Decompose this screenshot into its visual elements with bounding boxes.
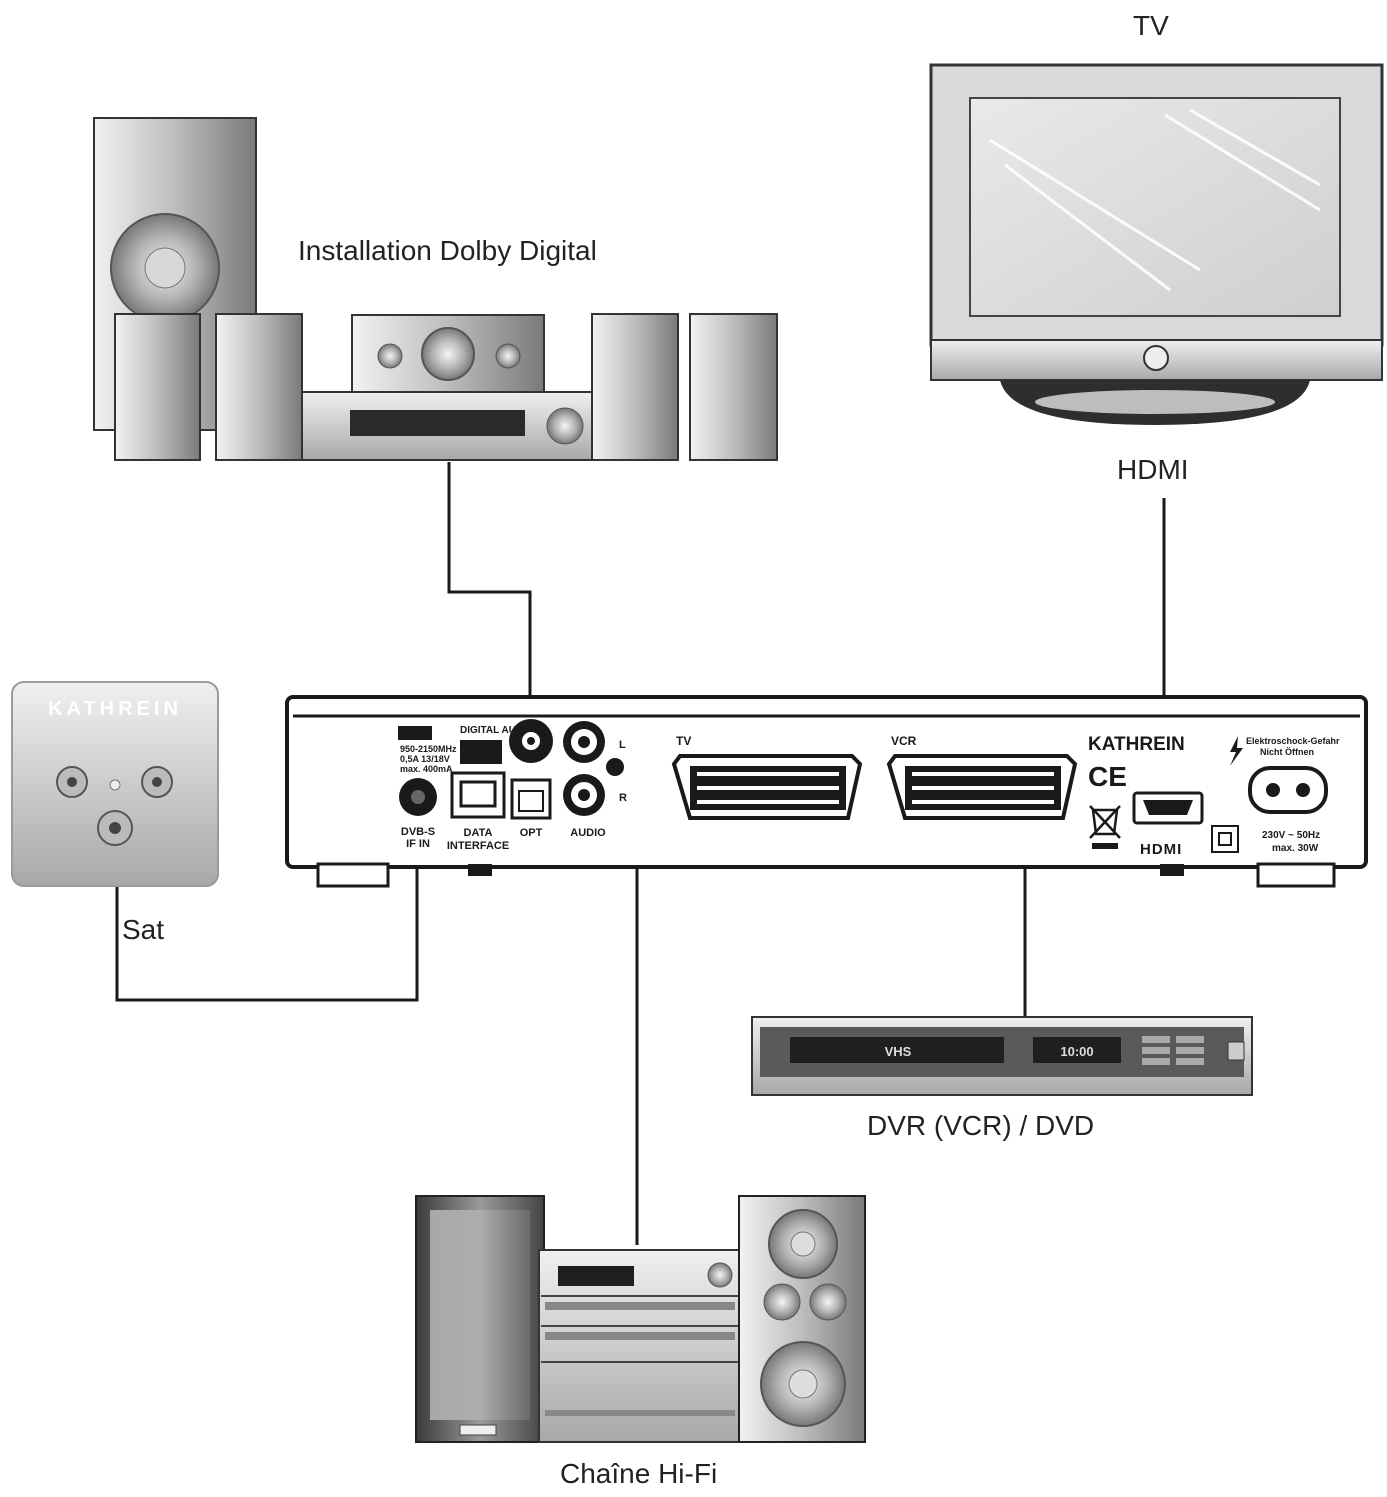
dvr-label: DVR (VCR) / DVD bbox=[867, 1110, 1095, 1141]
vcr-display-left bbox=[790, 1037, 1004, 1063]
wall-socket-brand: KATHREIN bbox=[48, 698, 182, 720]
weee-bin-icon bbox=[1089, 805, 1121, 849]
hdmi-label: HDMI bbox=[1117, 454, 1189, 485]
power-line-2: max. 30W bbox=[1272, 843, 1319, 854]
hifi-label: Chaîne Hi-Fi bbox=[560, 1458, 718, 1489]
receiver-rear-panel: 950-2150MHz 0,5A 13/18V max. 400mA DVB-S… bbox=[285, 695, 1368, 888]
audio-label: AUDIO bbox=[570, 827, 606, 839]
vcr-display-left-text: VHS bbox=[885, 1044, 912, 1059]
tv-scart-label: TV bbox=[676, 734, 691, 748]
warning-line-1: Elektroschock-Gefahr bbox=[1246, 736, 1340, 746]
dolby-cable bbox=[447, 462, 532, 790]
speaker-front-right bbox=[591, 313, 679, 461]
sat-label: Sat bbox=[122, 914, 165, 945]
dolby-label: Installation Dolby Digital bbox=[298, 235, 597, 266]
speaker-front-left bbox=[114, 313, 201, 461]
spec-line-2: 0,5A 13/18V bbox=[400, 754, 450, 764]
ce-mark: CE bbox=[1088, 761, 1127, 792]
warning-line-2: Nicht Öffnen bbox=[1260, 747, 1314, 757]
power-line-1: 230V ~ 50Hz bbox=[1262, 830, 1320, 841]
hifi-system bbox=[415, 1195, 866, 1443]
digital-audio-label: DIGITAL AUDIO bbox=[460, 725, 534, 736]
speaker-rear-left bbox=[215, 313, 303, 461]
interface-label: INTERFACE bbox=[447, 840, 509, 852]
audio-l-label: L bbox=[619, 739, 626, 751]
sat-cable bbox=[115, 820, 419, 1002]
tv-set bbox=[929, 63, 1384, 425]
vcr-device: VHS 10:00 bbox=[751, 1016, 1253, 1096]
receiver-brand: KATHREIN bbox=[1088, 734, 1185, 755]
spec-line-3: max. 400mA bbox=[400, 764, 453, 774]
dolby-system bbox=[93, 117, 778, 461]
audio-r-label: R bbox=[619, 792, 627, 804]
tv-label: TV bbox=[1133, 10, 1169, 41]
opt-label: OPT bbox=[520, 827, 543, 839]
tv-screen bbox=[969, 97, 1341, 317]
wall-socket: KATHREIN bbox=[11, 681, 219, 887]
speaker-rear-right bbox=[689, 313, 778, 461]
vcr-display-time bbox=[1033, 1037, 1121, 1063]
dvbs-sublabel: IF IN bbox=[406, 838, 430, 850]
lightning-warning-icon bbox=[1230, 736, 1243, 766]
vcr-display-time-text: 10:00 bbox=[1060, 1044, 1093, 1059]
tv-power-button bbox=[1143, 345, 1169, 371]
data-label: DATA bbox=[464, 827, 493, 839]
optical-port bbox=[510, 778, 552, 820]
power-socket bbox=[1248, 766, 1328, 814]
vcr-scart-label: VCR bbox=[891, 734, 917, 748]
hdmi-logo: HDMI bbox=[1140, 841, 1182, 858]
spec-line-1: 950-2150MHz bbox=[400, 744, 457, 754]
dvbs-label: DVB-S bbox=[401, 826, 435, 838]
